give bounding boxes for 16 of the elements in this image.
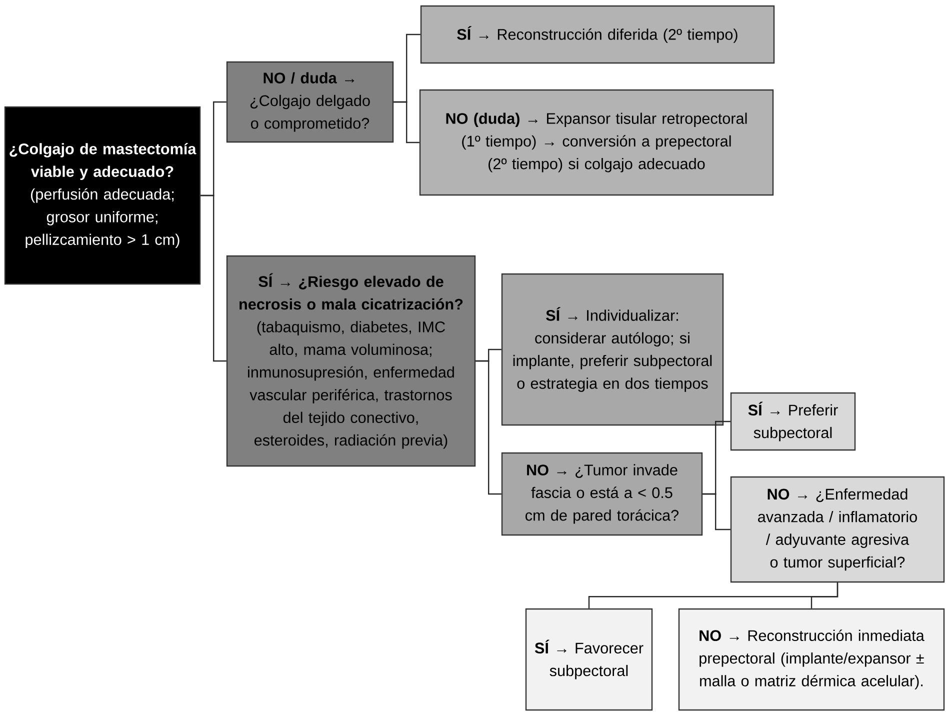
connector-line <box>200 194 226 362</box>
flowchart-box: SÍ → Individualizar: considerar autólogo; si implante, preferir subpectoral o estrategia en dos tiempos <box>501 273 724 426</box>
decision-box: ¿Colgajo de mastectomía viable y adecuado? (perfusión adecuada; grosor uniforme; pellizcamiento > 1 cm) <box>4 106 201 285</box>
connector-line <box>394 101 420 144</box>
connector-line <box>810 582 838 608</box>
flowchart-box: SÍ → ¿Riesgo elevado de necrosis o mala cicatrización? (tabaquismo, diabetes, IMC alto, mama voluminosa; inmunosupresión, enfermedad vascular periférica, trastornos del tejido conectivo, esteroides, radiación previa) <box>226 255 476 467</box>
flowchart-box: SÍ → Preferir subpectoral <box>730 392 856 451</box>
flowchart-box: NO → ¿Enfermedad avanzada / inflamatorio / adyuvante agresiva o tumor superficial? <box>730 476 945 583</box>
flowchart-box: SÍ → Favorecer subpectoral <box>525 608 653 711</box>
connector-line <box>702 493 730 530</box>
flowchart-box: NO → Reconstrucción inmediata prepectoral (implante/expansor ± malla o matriz dérmica acelular). <box>678 608 945 711</box>
flowchart-box: SÍ → Reconstrucción diferida (2º tiempo) <box>420 5 775 64</box>
flowchart-box: NO / duda → ¿Colgajo delgado o comprometido? <box>226 61 394 143</box>
flowchart-box: NO (duda) → Expansor tisular retropectoral (1º tiempo) → conversión a prepectoral (2º tiempo) si colgajo adecuado <box>419 89 774 196</box>
connector-line <box>476 360 502 495</box>
flowchart-box: NO → ¿Tumor invade fascia o está a < 0.5 cm de pared torácica? <box>501 452 703 536</box>
